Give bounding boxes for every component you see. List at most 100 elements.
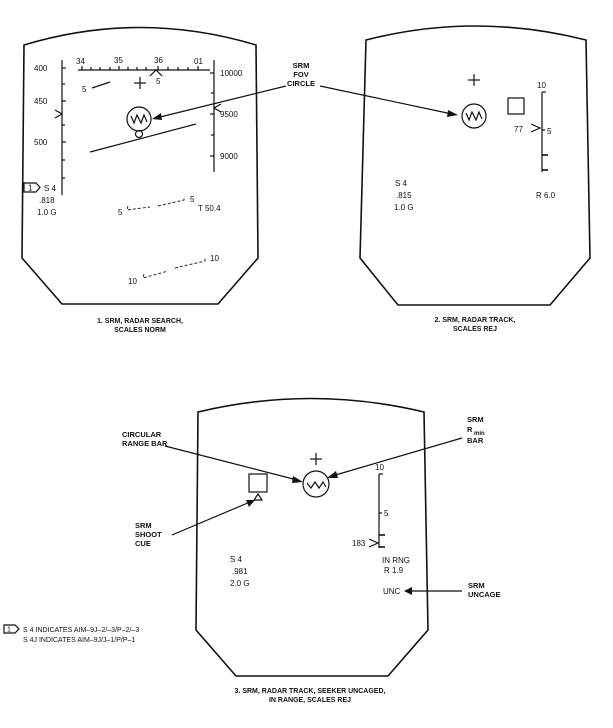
- mach-1: .818: [39, 196, 55, 205]
- note-marker-num-2: 1: [7, 627, 11, 634]
- fov-arrow-left: [155, 85, 287, 119]
- callout-uncage: SRM UNCAGE: [404, 581, 501, 599]
- mach-2: .815: [396, 191, 412, 200]
- pitch-left-5: 5: [82, 85, 87, 94]
- range-readout-2: R 6.0: [536, 191, 556, 200]
- fov-callout-line1: SRM: [293, 61, 310, 70]
- callout-shoot-line3: CUE: [135, 539, 151, 548]
- mach-3: .981: [232, 567, 248, 576]
- panel-srm-radar-search: 34 35 36 01 5 400 450 500 10000: [21, 26, 259, 334]
- caption-1-line1: 1. SRM, RADAR SEARCH,: [97, 318, 183, 325]
- waterline-cross-3: [310, 453, 322, 465]
- range-caret-2: [530, 123, 542, 133]
- altitude-pointer: [212, 103, 222, 113]
- hud-frame-3: [195, 397, 429, 677]
- target-designator-box-3: [248, 473, 268, 493]
- altitude-9000: 9000: [220, 152, 238, 161]
- fov-arrowhead-right: [447, 110, 458, 117]
- ladder-5-right: 5: [190, 195, 195, 204]
- heading-tick-35: 35: [114, 56, 123, 65]
- ladder-10-left: 10: [128, 277, 137, 286]
- range-caret-3: [368, 538, 380, 548]
- callout-rmin-arrowhead: [327, 471, 338, 478]
- fov-arrowhead-left: [152, 113, 162, 120]
- time-readout-1: T 50.4: [198, 204, 221, 213]
- closure-2: 77: [514, 125, 523, 134]
- heading-sub-value: 5: [156, 77, 161, 86]
- altitude-10000: 10000: [220, 69, 243, 78]
- note-marker-box-2: [3, 624, 20, 634]
- ladder-10-left-line: [142, 270, 169, 279]
- store-code-note: 1 S 4 INDICATES AIM–9J–2/–3/P–2/–3 S 4J …: [3, 624, 139, 644]
- airspeed-pointer: [54, 109, 64, 119]
- pitch-bar-upper: [91, 81, 111, 89]
- heading-tick-01: 01: [194, 57, 203, 66]
- ladder-10-right-line: [174, 257, 206, 269]
- target-symbol-2: [465, 110, 483, 122]
- gload-1: 1.0 G: [37, 208, 57, 217]
- callout-rmin-bar: SRM R min BAR: [327, 415, 485, 478]
- target-symbol-3: [306, 480, 327, 490]
- airspeed-ticks: [62, 67, 66, 179]
- hud-frame-1: [21, 26, 259, 305]
- srm-fov-circle-2: [461, 103, 487, 129]
- heading-scale-ticks: [81, 66, 199, 70]
- heading-caret: [149, 69, 163, 77]
- callout-range-bar-line2: RANGE BAR: [122, 439, 168, 448]
- altitude-9500: 9500: [220, 110, 238, 119]
- fov-callout: SRM FOV CIRCLE: [152, 61, 458, 120]
- velocity-vector-dot: [134, 129, 144, 139]
- altitude-ticks: [210, 72, 214, 157]
- store-code-2: S 4: [395, 179, 408, 188]
- callout-shoot-cue: SRM SHOOT CUE: [135, 500, 255, 548]
- store-code-3: S 4: [230, 555, 243, 564]
- range-scale-top-2: 10: [537, 81, 546, 90]
- note-marker-box-1: [23, 182, 41, 193]
- horizon-bar: [89, 123, 197, 153]
- gload-3: 2.0 G: [230, 579, 250, 588]
- callout-range-bar-arrowhead: [292, 476, 303, 483]
- store-code-1: S 4: [44, 184, 57, 193]
- callout-range-bar-line: [164, 445, 298, 481]
- callout-uncage-line1: SRM: [468, 581, 485, 590]
- waterline-cross-1: [134, 77, 146, 89]
- note-line1: S 4 INDICATES AIM–9J–2/–3/P–2/–3: [23, 627, 139, 634]
- heading-tick-34: 34: [76, 57, 85, 66]
- range-scale-top-3: 10: [375, 463, 384, 472]
- gload-2: 1.0 G: [394, 203, 414, 212]
- callout-uncage-line2: UNCAGE: [468, 590, 501, 599]
- range-scale-mid-3: 5: [384, 509, 389, 518]
- airspeed-500: 500: [34, 138, 48, 147]
- range-readout-3: R 1.9: [384, 566, 404, 575]
- panel-srm-radar-track: 10 5 77 S 4 .815 1.0 G R 6.0 2. SRM, RAD…: [359, 25, 591, 333]
- callout-rmin-line: [331, 437, 463, 477]
- shoot-cue-triangle: [252, 492, 264, 501]
- fov-callout-line2: FOV: [293, 70, 308, 79]
- waterline-cross-2: [468, 74, 480, 86]
- callout-uncage-arrowhead: [404, 587, 412, 595]
- note-line2: S 4J INDICATES AIM–9J/J–1/P/P–1: [23, 637, 135, 644]
- target-designator-box-2: [507, 97, 525, 115]
- range-scale-mid-2: 5: [547, 127, 552, 136]
- ladder-5-left-line: [126, 205, 151, 211]
- callout-range-bar: CIRCULAR RANGE BAR: [122, 430, 303, 483]
- callout-rmin-line1: SRM: [467, 415, 484, 424]
- heading-tick-36: 36: [154, 56, 163, 65]
- closure-3: 183: [352, 539, 366, 548]
- callout-rmin-line3: BAR: [467, 436, 484, 445]
- ladder-5-right-line: [157, 197, 185, 207]
- caption-3-line1: 3. SRM, RADAR TRACK, SEEKER UNCAGED,: [235, 688, 386, 695]
- caption-2-line1: 2. SRM, RADAR TRACK,: [435, 317, 516, 324]
- caption-1-line2: SCALES NORM: [114, 327, 166, 334]
- srm-fov-circle-3: [302, 470, 330, 498]
- caption-3-line2: IN RANGE, SCALES REJ: [269, 697, 351, 704]
- uncage-3: UNC: [383, 587, 401, 596]
- note-marker-num-1: 1: [28, 184, 33, 193]
- panel-srm-seeker-uncaged: 10 5 183 S 4 .981 2.0 G IN RNG R 1.9 UNC…: [195, 397, 429, 704]
- callout-rmin-line2: R: [467, 425, 473, 434]
- in-range-3: IN RNG: [382, 556, 410, 565]
- callout-shoot-arrowhead: [246, 500, 255, 507]
- callout-shoot-line: [171, 501, 251, 536]
